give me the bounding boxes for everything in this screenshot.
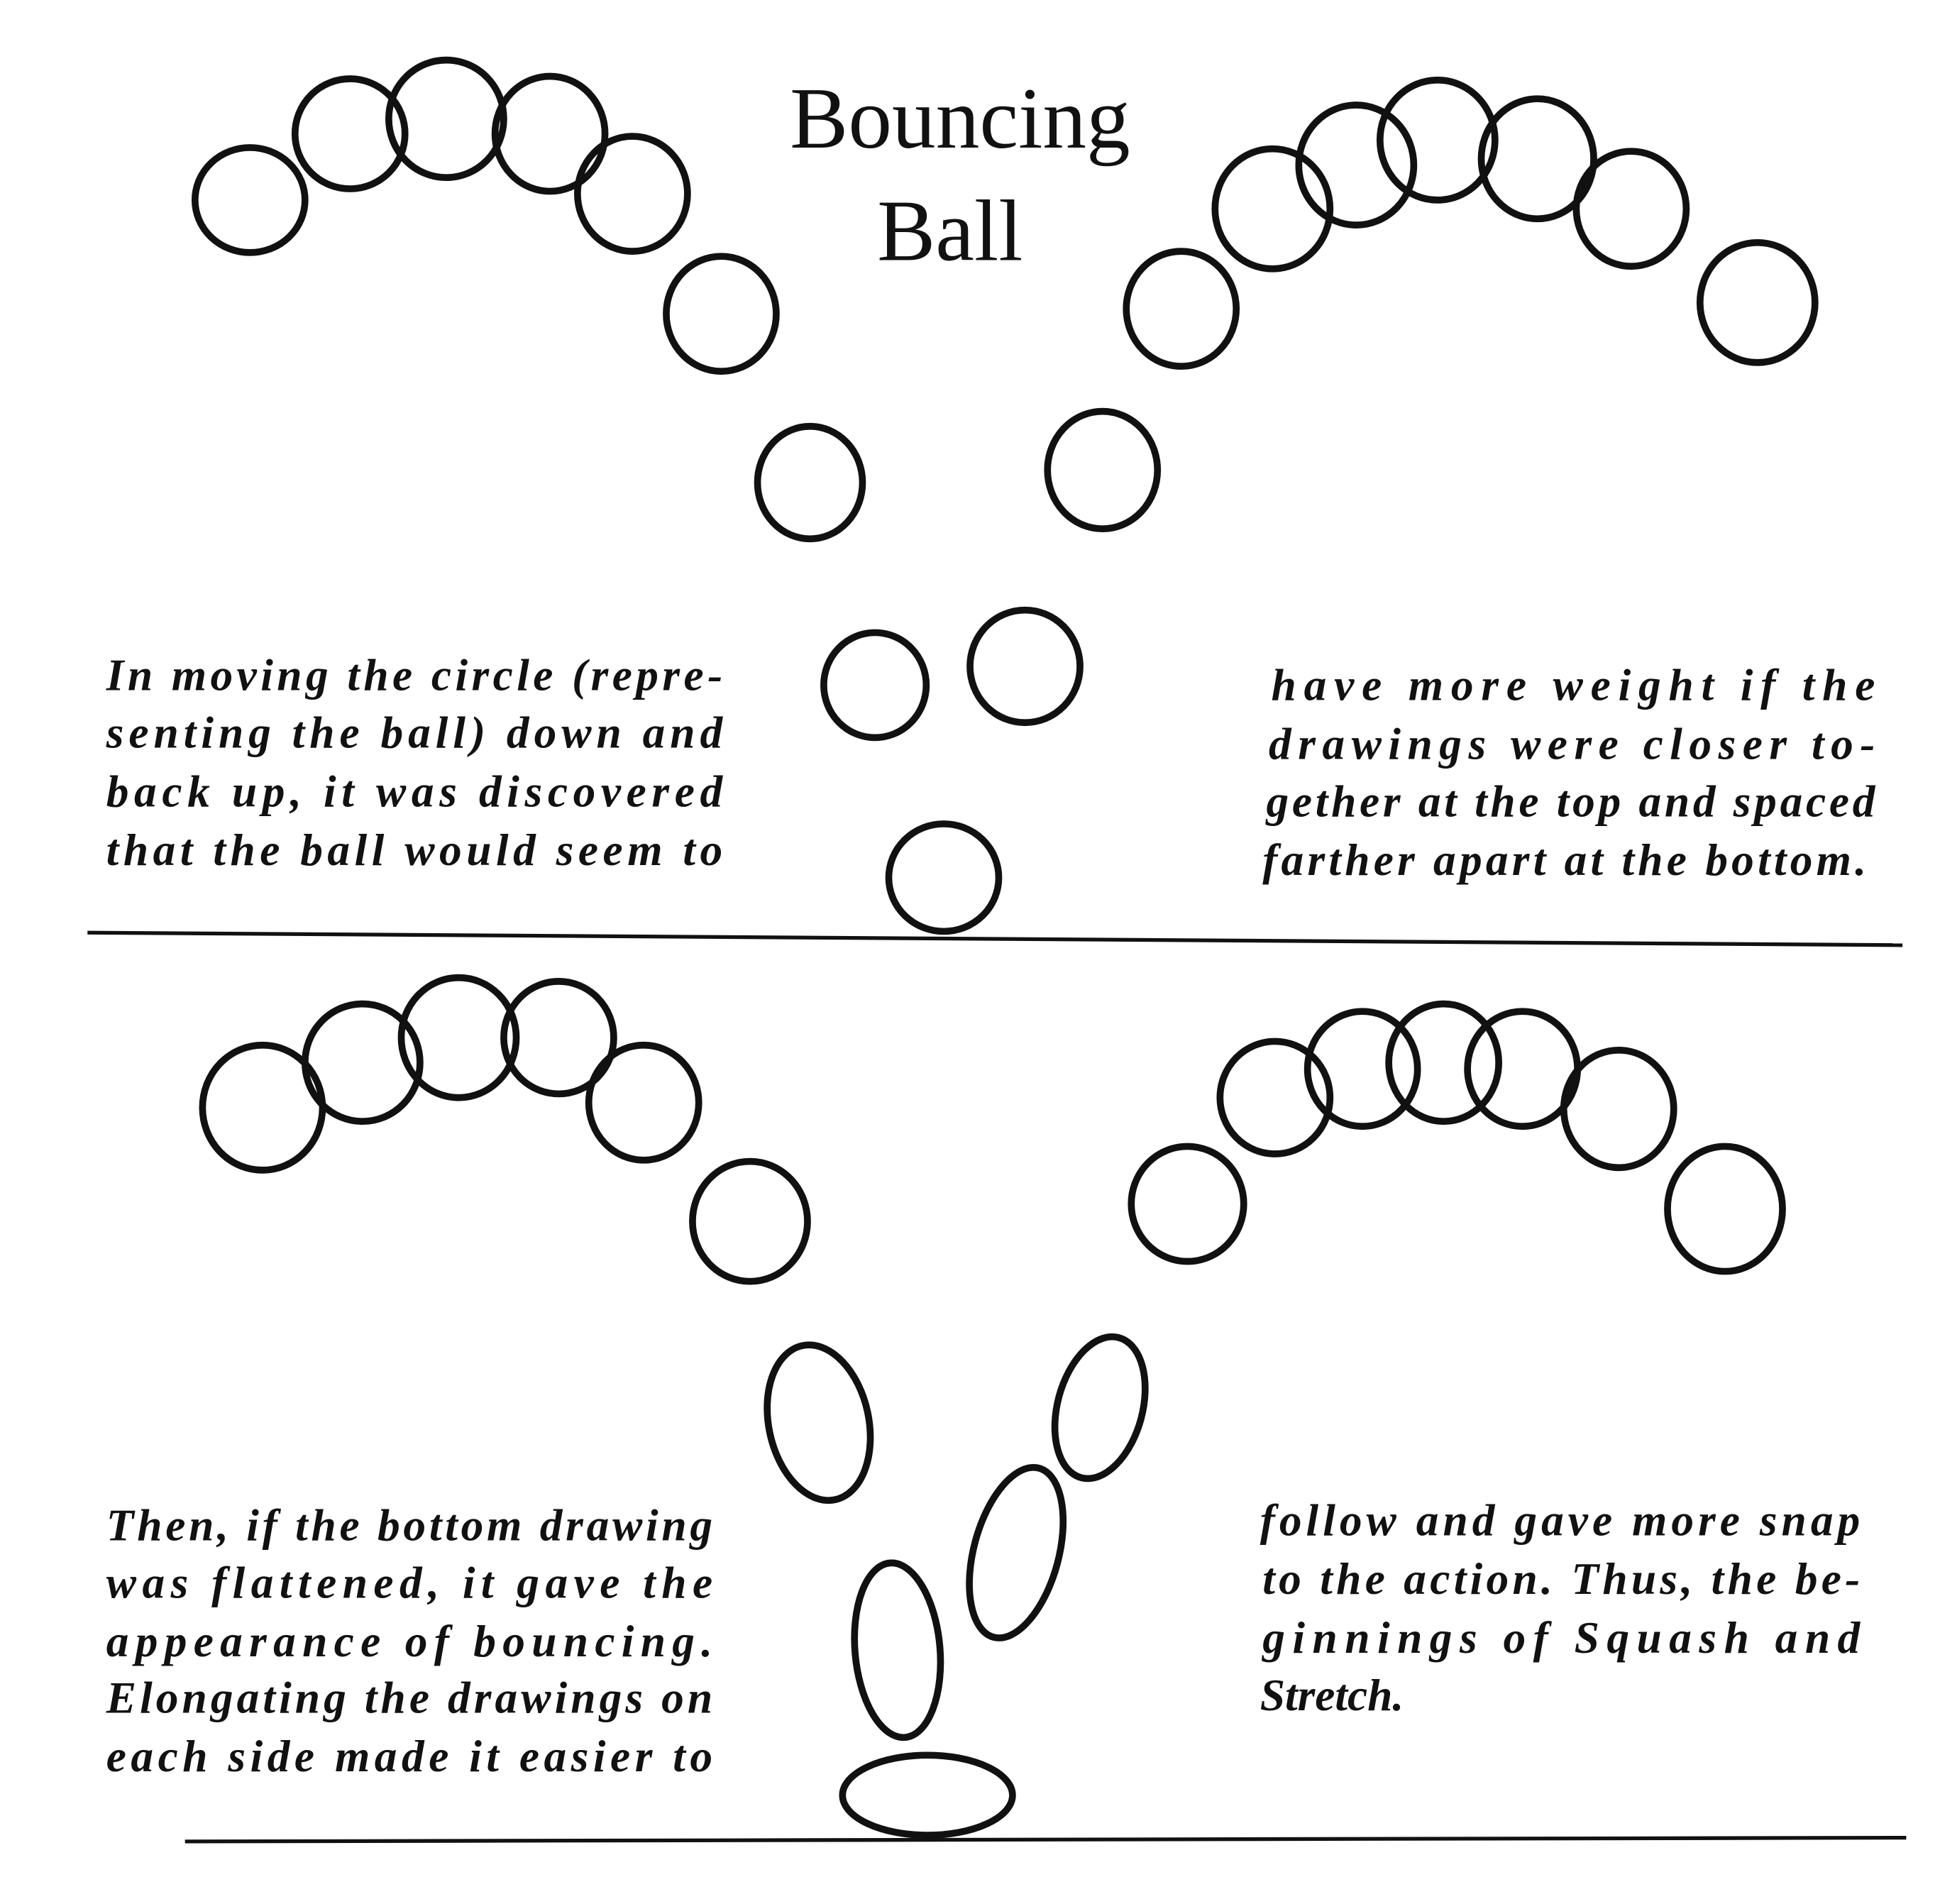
title-line-2: Ball xyxy=(877,182,1023,279)
ball-drawing xyxy=(689,1157,811,1285)
ball-drawing xyxy=(754,422,866,543)
ball-drawing xyxy=(1211,145,1334,273)
ball-drawing xyxy=(1572,148,1690,270)
ball-drawing xyxy=(1477,95,1597,223)
ball-drawing xyxy=(301,1000,424,1126)
caption-line: In moving the circle (repre- xyxy=(106,649,722,700)
bottom-left-caption: Then, if the bottom drawing was flattene… xyxy=(106,1499,712,1781)
ball-drawing xyxy=(764,1341,874,1504)
ball-drawing xyxy=(1385,1000,1503,1126)
title-line-1: Bouncing xyxy=(790,70,1130,167)
top-ground-line xyxy=(87,930,1903,947)
ball-drawing xyxy=(1128,1143,1247,1265)
ball-drawing xyxy=(885,820,1003,935)
caption-line: back up, it was discovered xyxy=(106,766,724,816)
caption-line: gether at the top and spaced xyxy=(1264,776,1875,826)
caption-line: farther apart at the bottom. xyxy=(1262,835,1866,885)
caption-line: that the ball would seem to xyxy=(106,825,722,875)
caption-line: follow and gave more snap xyxy=(1260,1495,1861,1545)
caption-line: to the action. Thus, the be- xyxy=(1262,1553,1860,1604)
caption-line: senting the ball) down and xyxy=(106,707,724,757)
ball-drawing xyxy=(574,133,691,255)
ball-drawing xyxy=(1664,1143,1786,1275)
caption-line: ginnings of Squash and xyxy=(1261,1612,1861,1663)
top-left-caption: In moving the circle (repre- senting the… xyxy=(106,649,724,875)
ball-drawing xyxy=(191,144,309,256)
ball-drawing xyxy=(491,72,609,195)
ball-drawing xyxy=(839,1751,1016,1839)
ball-drawing xyxy=(1216,1038,1334,1157)
caption-line: have more weight if the xyxy=(1272,660,1875,710)
ball-drawing xyxy=(291,75,409,192)
ball-drawing xyxy=(851,1559,944,1741)
bottom-ground-line xyxy=(184,1835,1907,1844)
bottom-right-caption: follow and gave more snap to the action.… xyxy=(1260,1495,1861,1720)
ball-drawing xyxy=(385,56,507,182)
ball-drawing xyxy=(966,606,1084,727)
ball-drawing xyxy=(1560,1046,1677,1172)
ball-drawing xyxy=(1696,238,1819,366)
caption-line: appearance of bouncing. xyxy=(106,1616,712,1666)
caption-line: was flattened, it gave the xyxy=(106,1557,712,1607)
ball-drawing xyxy=(966,1463,1067,1641)
ball-drawing xyxy=(663,253,780,375)
ball-drawing xyxy=(585,1041,702,1164)
ball-drawing xyxy=(1304,1008,1421,1130)
top-ball-arc xyxy=(191,56,1819,935)
ball-drawing xyxy=(820,629,930,742)
caption-line: drawings were closer to- xyxy=(1269,718,1875,769)
ball-drawing xyxy=(1376,76,1499,204)
ball-drawing xyxy=(1295,101,1418,229)
caption-line: Elongating the drawings on xyxy=(106,1672,712,1722)
ball-drawing xyxy=(1044,407,1162,533)
ball-drawing xyxy=(1051,1333,1149,1482)
bottom-ball-arc xyxy=(199,974,1786,1839)
ball-drawing xyxy=(1123,248,1240,370)
caption-line: Stretch. xyxy=(1260,1670,1404,1720)
ball-drawing xyxy=(500,978,617,1098)
ball-drawing xyxy=(397,974,520,1101)
caption-line: each side made it easier to xyxy=(106,1731,712,1781)
caption-line: Then, if the bottom drawing xyxy=(106,1499,712,1550)
top-right-caption: have more weight if the drawings were cl… xyxy=(1262,660,1875,886)
